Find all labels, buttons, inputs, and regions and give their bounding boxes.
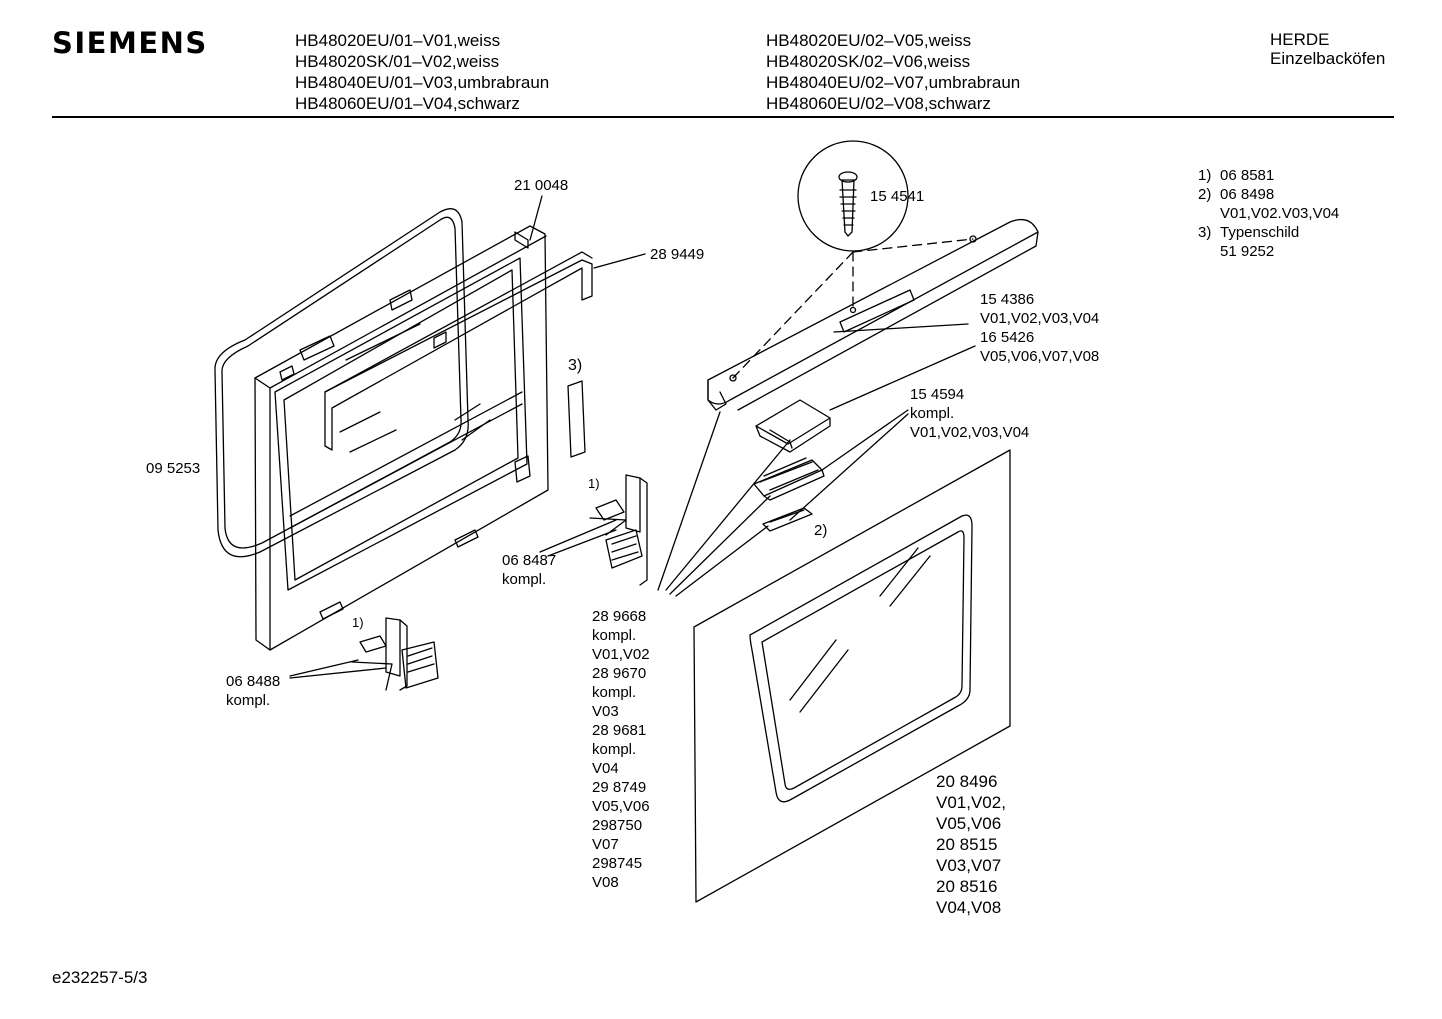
inner-door-frame xyxy=(254,225,549,651)
label-208496: 20 8496 V01,V02, V05,V06 20 8515 V03,V07… xyxy=(936,771,1006,918)
leader-lines xyxy=(289,195,976,679)
legend-row: 51 9252 xyxy=(1198,242,1339,261)
category-block: HERDE Einzelbacköfen xyxy=(1270,30,1385,68)
model-item: HB48060EU/01–V04,schwarz xyxy=(295,94,520,113)
label-line: V04,V08 xyxy=(936,898,1002,917)
label-line: V03,V07 xyxy=(936,856,1002,875)
legend-text: 51 9252 xyxy=(1220,243,1275,260)
model-item: HB48040EU/02–V07,umbrabraun xyxy=(766,73,1021,92)
label-line: 298750 xyxy=(592,817,643,834)
legend-text: V01,V02.V03,V04 xyxy=(1220,205,1340,222)
model-item: HB48020SK/02–V06,weiss xyxy=(766,52,971,71)
label-line: V01,V02, xyxy=(936,793,1006,812)
label-line: V05,V06 xyxy=(592,798,650,815)
label-line: kompl. xyxy=(502,571,547,588)
model-list-left: HB48020EU/01–V01,weiss HB48020SK/01–V02,… xyxy=(295,30,549,114)
label-line: V05,V06,V07,V08 xyxy=(980,348,1100,365)
door-seal xyxy=(214,208,469,558)
outer-glass-panel xyxy=(693,449,1011,903)
label-line: 16 5426 xyxy=(980,329,1035,346)
label-line: kompl. xyxy=(592,741,637,758)
header-divider xyxy=(52,116,1394,118)
legend-num: 1) xyxy=(1198,167,1212,184)
label-line: V01,V02,V03,V04 xyxy=(980,310,1100,327)
label-line: V05,V06 xyxy=(936,814,1002,833)
note-3: 3) xyxy=(568,357,583,374)
label-line: 15 4594 xyxy=(910,386,965,403)
legend-row: 2) 06 8498 xyxy=(1198,185,1339,204)
legend-row: V01,V02.V03,V04 xyxy=(1198,204,1339,223)
legend-row: 1) 06 8581 xyxy=(1198,166,1339,185)
cover-cap xyxy=(755,399,831,453)
label-line: 20 8496 xyxy=(936,772,998,791)
model-item: HB48020EU/02–V05,weiss xyxy=(766,31,972,50)
bracket-strip xyxy=(324,251,593,451)
label-line: V01,V02 xyxy=(592,646,650,663)
label-154594: 15 4594 kompl. V01,V02,V03,V04 xyxy=(910,385,1029,442)
label-line: V07 xyxy=(592,836,619,853)
model-list-right: HB48020EU/02–V05,weiss HB48020SK/02–V06,… xyxy=(766,30,1020,114)
label-154541: 15 4541 xyxy=(870,188,925,205)
hinge-lower xyxy=(351,617,439,691)
model-item: HB48020EU/01–V01,weiss xyxy=(295,31,501,50)
label-line: kompl. xyxy=(226,692,271,709)
label-line: kompl. xyxy=(592,684,637,701)
screw-guide-lines xyxy=(732,238,974,379)
label-line: 29 8749 xyxy=(592,779,647,796)
note-2: 2) xyxy=(814,522,828,539)
label-line: V03 xyxy=(592,703,619,720)
label-line: 06 8487 xyxy=(502,552,557,569)
note-1-lower: 1) xyxy=(352,615,364,630)
label-line: 06 8488 xyxy=(226,673,281,690)
legend-num: 3) xyxy=(1198,224,1212,241)
label-line: V01,V02,V03,V04 xyxy=(910,424,1030,441)
label-068487: 06 8487 kompl. xyxy=(502,551,556,589)
brand-logo: SIEMENS xyxy=(52,26,208,60)
label-068488: 06 8488 kompl. xyxy=(226,672,280,710)
model-item: HB48060EU/02–V08,schwarz xyxy=(766,94,991,113)
gasket-pad xyxy=(762,507,813,532)
model-item: HB48040EU/01–V03,umbrabraun xyxy=(295,73,550,92)
label-line: 28 9670 xyxy=(592,665,647,682)
legend-text: Typenschild xyxy=(1220,224,1300,241)
legend-num: 2) xyxy=(1198,186,1212,203)
footnote-legend: 1) 06 8581 2) 06 8498 V01,V02.V03,V04 3)… xyxy=(1198,166,1339,261)
label-095253: 09 5253 xyxy=(146,460,201,477)
handle-clip xyxy=(753,457,825,501)
model-item: HB48020SK/01–V02,weiss xyxy=(295,52,500,71)
category-subtitle: Einzelbacköfen xyxy=(1270,49,1386,68)
label-line: 28 9681 xyxy=(592,722,647,739)
label-line: V04 xyxy=(592,760,619,777)
label-154386: 15 4386 V01,V02,V03,V04 16 5426 V05,V06,… xyxy=(980,290,1099,366)
label-289668: 28 9668 kompl. V01,V02 28 9670 kompl. V0… xyxy=(592,607,650,892)
label-210048: 21 0048 xyxy=(514,177,569,194)
document-id: e232257-5/3 xyxy=(52,968,148,987)
legend-row: 3) Typenschild xyxy=(1198,223,1339,242)
screw-detail xyxy=(797,140,909,252)
rating-plate xyxy=(567,380,586,458)
label-line: V08 xyxy=(592,874,619,891)
legend-text: 06 8498 xyxy=(1220,186,1275,203)
category-title: HERDE xyxy=(1270,30,1330,49)
label-line: 298745 xyxy=(592,855,643,872)
label-289449: 28 9449 xyxy=(650,246,705,263)
label-line: 15 4386 xyxy=(980,291,1035,308)
note-1-upper: 1) xyxy=(588,476,600,491)
hinge-upper xyxy=(589,474,648,586)
handle-bar xyxy=(707,218,1039,411)
label-line: 20 8515 xyxy=(936,835,998,854)
label-line: kompl. xyxy=(592,627,637,644)
label-line: 28 9668 xyxy=(592,608,647,625)
legend-text: 06 8581 xyxy=(1220,167,1275,184)
label-line: 20 8516 xyxy=(936,877,998,896)
label-line: kompl. xyxy=(910,405,955,422)
